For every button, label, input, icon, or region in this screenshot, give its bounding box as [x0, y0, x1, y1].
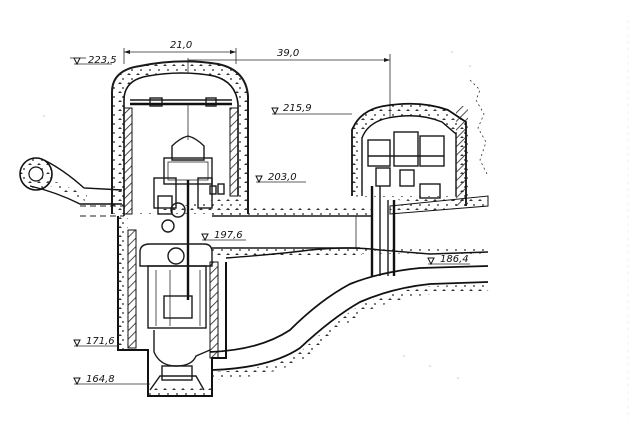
- penstock-intake: [19, 157, 124, 217]
- elevation-label-upper-hall: 215,9: [283, 103, 312, 114]
- tailrace-tunnel: [209, 246, 489, 380]
- main-hall: [111, 60, 249, 216]
- turbine-shaft: [117, 216, 227, 397]
- rock-mass-right: [469, 79, 489, 177]
- transformer-hall: [351, 102, 489, 276]
- dimension-width-b: 39,0: [277, 48, 299, 59]
- elevation-markers: [70, 57, 470, 386]
- dimension-width-a: 21,0: [170, 40, 192, 51]
- elevation-label-tailwater: 186,4: [440, 254, 469, 265]
- elevation-label-foundation: 164,8: [86, 374, 115, 385]
- elevation-label-turbine-axis: 197,6: [214, 230, 243, 241]
- elevation-label-draft-tube: 171,6: [86, 336, 115, 347]
- generator-unit: [153, 135, 225, 300]
- elevation-label-machine-floor: 203,0: [268, 172, 297, 183]
- scan-noise: [43, 20, 629, 420]
- elevation-label-top-vault: 223,5: [88, 55, 117, 66]
